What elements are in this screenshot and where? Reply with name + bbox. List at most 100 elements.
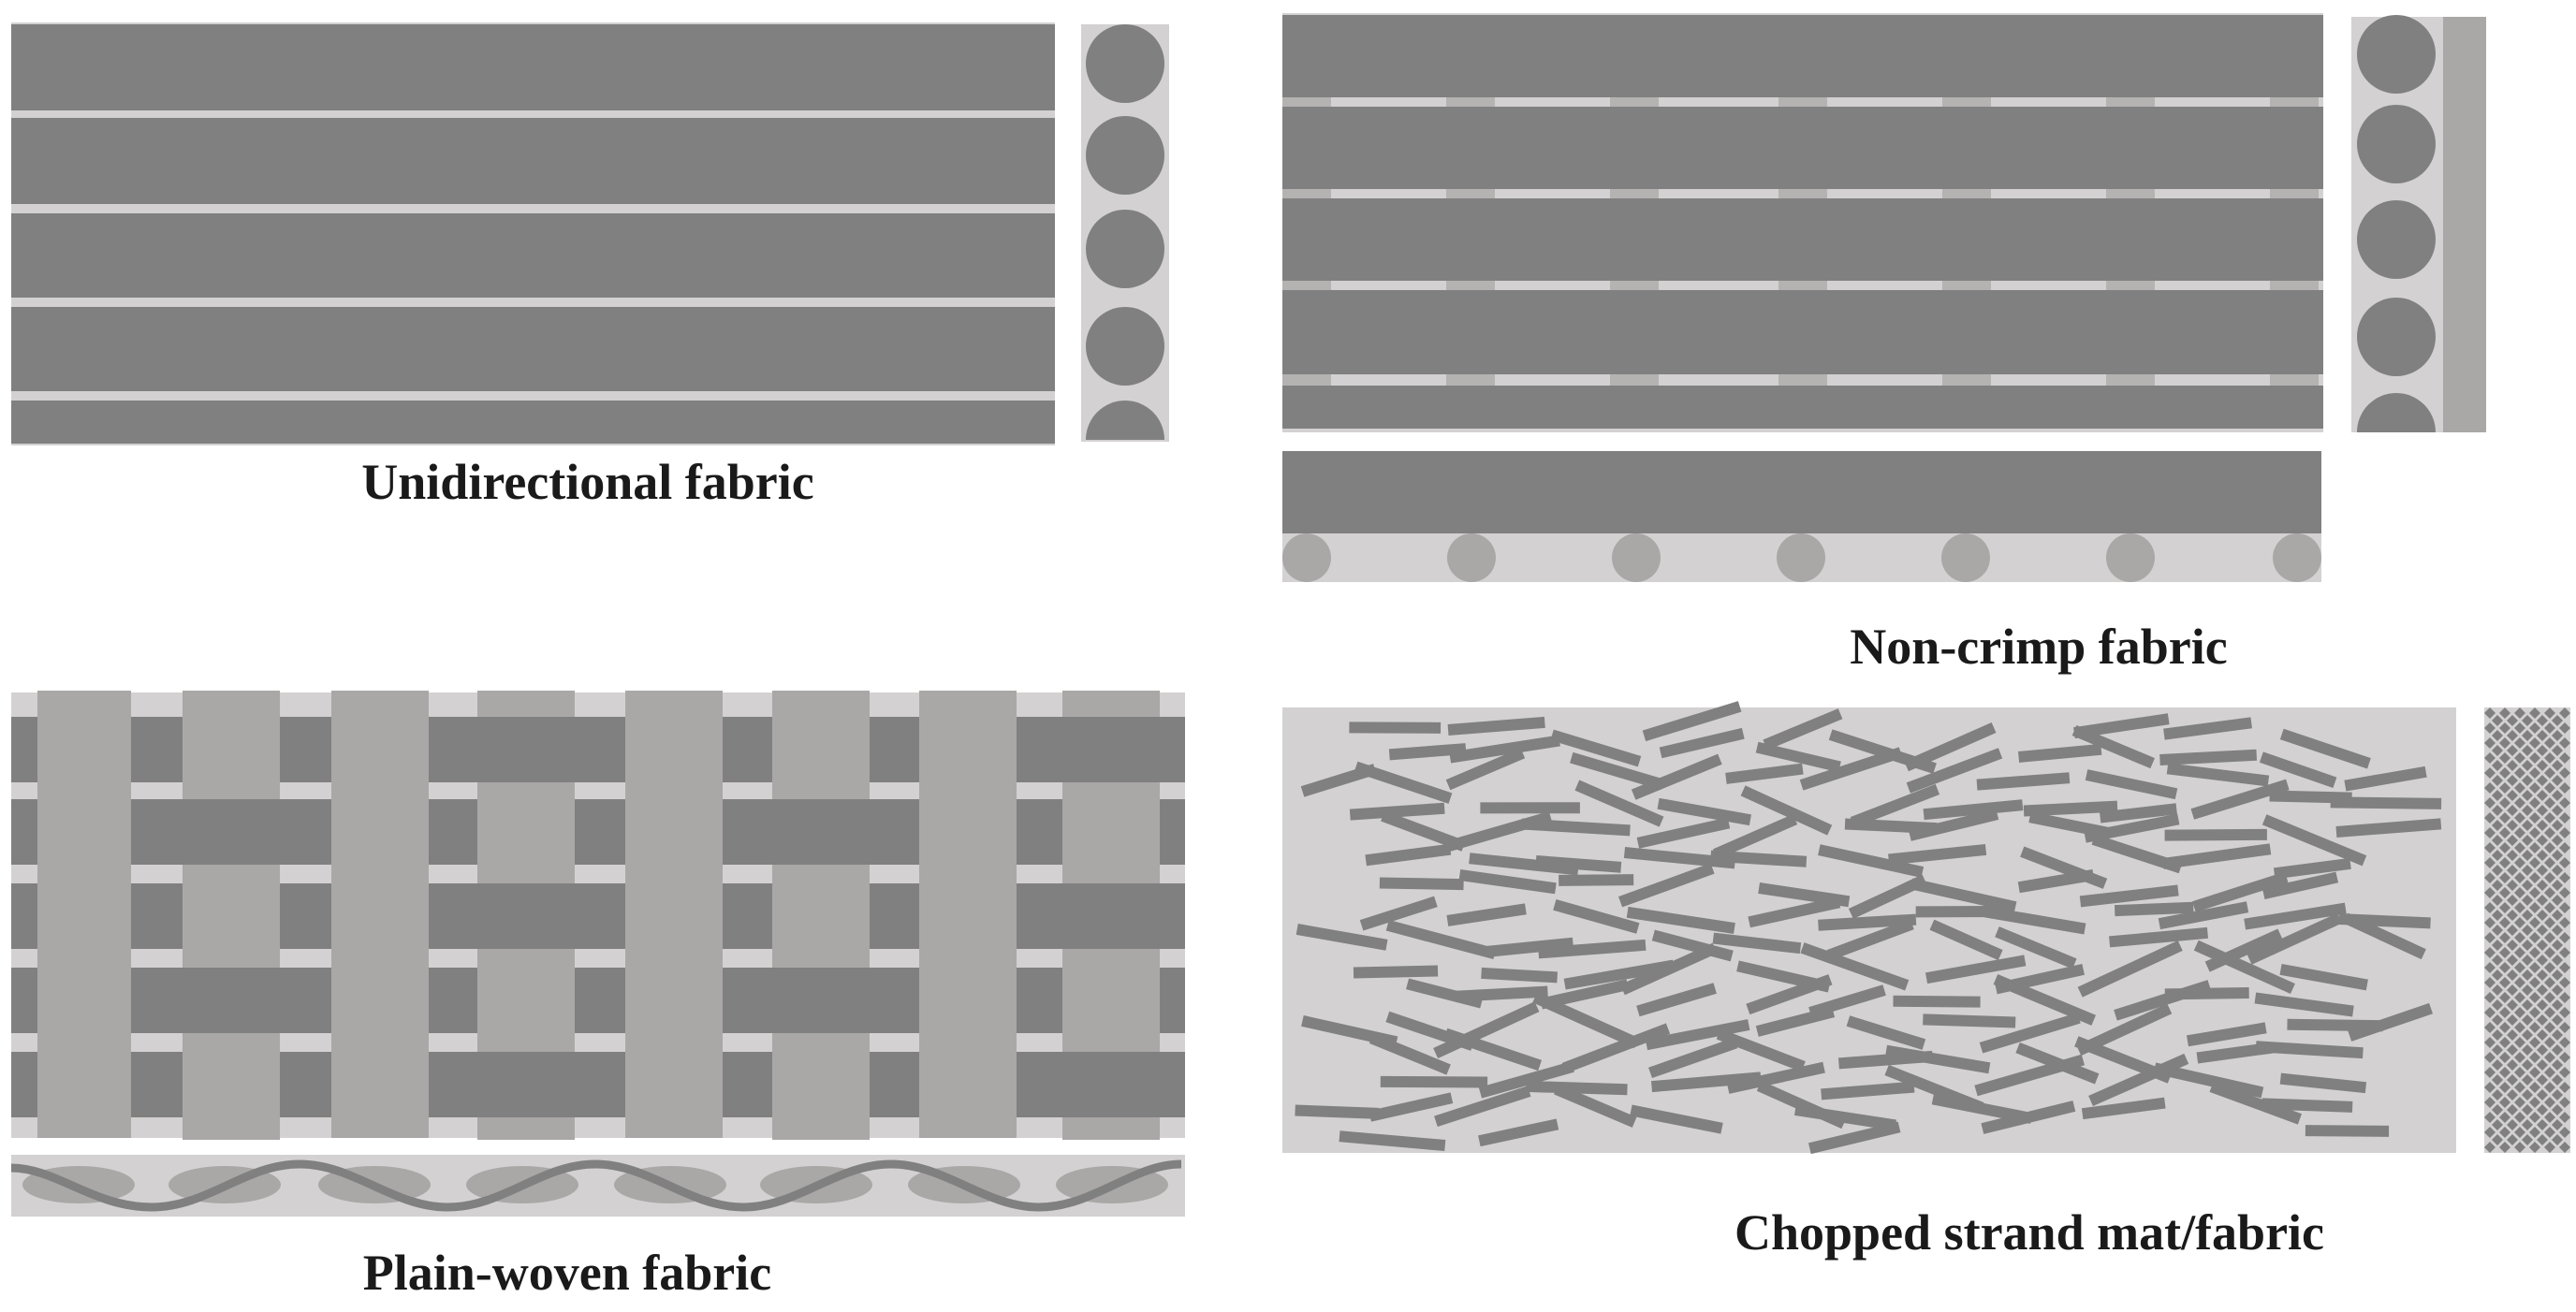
csm-strand [1359, 896, 1438, 931]
csm-cross-section-dot [2492, 895, 2503, 906]
csm-cross-section-dot [2537, 1119, 2548, 1130]
csm-cross-section-dot [2529, 1022, 2540, 1033]
csm-cross-section-dot [2507, 1119, 2518, 1130]
csm-cross-section-dot [2514, 962, 2525, 973]
ncf-stitch-end [2273, 533, 2321, 582]
csm-cross-section-dot [2507, 805, 2518, 816]
csm-strand [1645, 1019, 1750, 1051]
csm-strand [2164, 828, 2267, 841]
csm-strand [1893, 995, 1981, 1008]
csm-cross-section-dot [2529, 872, 2540, 883]
csm-cross-section-dot [2552, 745, 2563, 756]
csm-strand [2166, 763, 2270, 787]
csm-strand [1295, 924, 1388, 951]
ncf-stitch-end [2106, 533, 2155, 582]
csm-cross-section-dot [2514, 1007, 2525, 1018]
csm-strand [2164, 986, 2249, 1000]
csm-strand [2077, 940, 2183, 998]
csm-cross-section-dot [2537, 984, 2548, 996]
ncf-bottom-cross-section [1282, 451, 2321, 582]
csm-strand [1755, 1006, 1836, 1037]
csm-strand [1976, 772, 2071, 791]
csm-cross-section-dot [2492, 865, 2503, 876]
csm-strand [1818, 913, 1917, 931]
csm-cross-section-dot [2499, 992, 2510, 1003]
ncf-stitch [1610, 189, 1659, 198]
ncf-stitch [1446, 374, 1495, 386]
csm-cross-section-dot [2559, 1082, 2570, 1093]
csm-strand [1712, 932, 1802, 955]
pw-weft-overlap [183, 883, 280, 949]
csm-strand [1648, 1037, 1738, 1079]
csm-cross-section-dot [2484, 812, 2496, 824]
ncf-stitch [2106, 189, 2155, 198]
csm-cross-section-dot [2507, 775, 2518, 786]
csm-cross-section-dot [2484, 992, 2496, 1003]
csm-strand [1808, 1121, 1901, 1155]
csm-strand [1630, 1104, 1723, 1134]
csm-cross-section-dot [2552, 775, 2563, 786]
csm-cross-section-dot [2484, 722, 2496, 734]
csm-cross-section-dot [2492, 1104, 2503, 1115]
csm-cross-section-dot [2492, 880, 2503, 891]
csm-cross-section-dot [2499, 917, 2510, 928]
csm-cross-section-dot [2552, 850, 2563, 861]
pw-cross-section [10, 1155, 1185, 1217]
csm-cross-section-dot [2537, 820, 2548, 831]
csm-cross-section-dot [2514, 977, 2525, 988]
csm-cross-section-dot [2522, 895, 2533, 906]
csm-cross-section-dot [2507, 835, 2518, 846]
csm-cross-section-dot [2522, 775, 2533, 786]
csm-cross-section-dot [2522, 760, 2533, 771]
csm-cross-section-dot [2529, 737, 2540, 749]
csm-cross-section-dot [2544, 812, 2555, 824]
csm-strand [2017, 869, 2095, 894]
csm-cross-section-dot [2507, 925, 2518, 936]
ud-fiber-end [1086, 210, 1164, 288]
pw-vertical-column [919, 691, 1017, 1138]
csm-cross-section-dot [2499, 842, 2510, 853]
pw-weft-overlap [772, 1052, 870, 1117]
csm-cross-section-dot [2529, 1067, 2540, 1078]
csm-cross-section-dot [2514, 827, 2525, 838]
csm-cross-section-dot [2484, 902, 2496, 913]
csm-cross-section-dot [2552, 925, 2563, 936]
csm-cross-section-dot [2537, 910, 2548, 921]
csm-cross-section-dot [2552, 910, 2563, 921]
csm-strand [2018, 743, 2102, 763]
csm-strand [1726, 1061, 1825, 1094]
ncf-stitch [1282, 374, 1331, 386]
csm-cross-section-dot [2552, 895, 2563, 906]
csm-strand [1381, 810, 1466, 852]
caption-unidirectional: Unidirectional fabric [361, 454, 814, 510]
csm-cross-section-dot [2514, 1082, 2525, 1093]
csm-cross-section-dot [2484, 827, 2496, 838]
csm-cross-section-dot [2559, 872, 2570, 883]
csm-strand [1368, 1032, 1451, 1075]
csm-cross-section-dot [2514, 797, 2525, 809]
ncf-stitch [1610, 97, 1659, 107]
csm-cross-section-dot [2537, 1134, 2548, 1145]
csm-strand [2023, 800, 2118, 817]
csm-cross-section-dot [2484, 1052, 2496, 1063]
csm-cross-section-dot [2559, 812, 2570, 824]
csm-cross-section-dot [2484, 1082, 2496, 1093]
csm-cross-section-dot [2492, 1134, 2503, 1145]
csm-cross-section-dot [2522, 940, 2533, 951]
csm-cross-section-dot [2499, 947, 2510, 958]
csm-strand [2159, 749, 2258, 766]
csm-strand [2261, 814, 2367, 867]
csm-cross-section-dot [2499, 1082, 2510, 1093]
csm-cross-section-dot [2537, 955, 2548, 966]
csm-cross-section-dot [2559, 722, 2570, 734]
csm-strand [2261, 1098, 2353, 1113]
csm-cross-section-dot [2522, 730, 2533, 741]
csm-cross-section-dot [2507, 820, 2518, 831]
csm-cross-section-dot [2499, 1112, 2510, 1123]
csm-strand [1349, 802, 1445, 821]
csm-cross-section-dot [2552, 820, 2563, 831]
csm-strand [1368, 1092, 1454, 1122]
csm-cross-section-dot [2559, 1007, 2570, 1018]
csm-cross-section-dot [2544, 797, 2555, 809]
csm-strand [1931, 1093, 2033, 1124]
